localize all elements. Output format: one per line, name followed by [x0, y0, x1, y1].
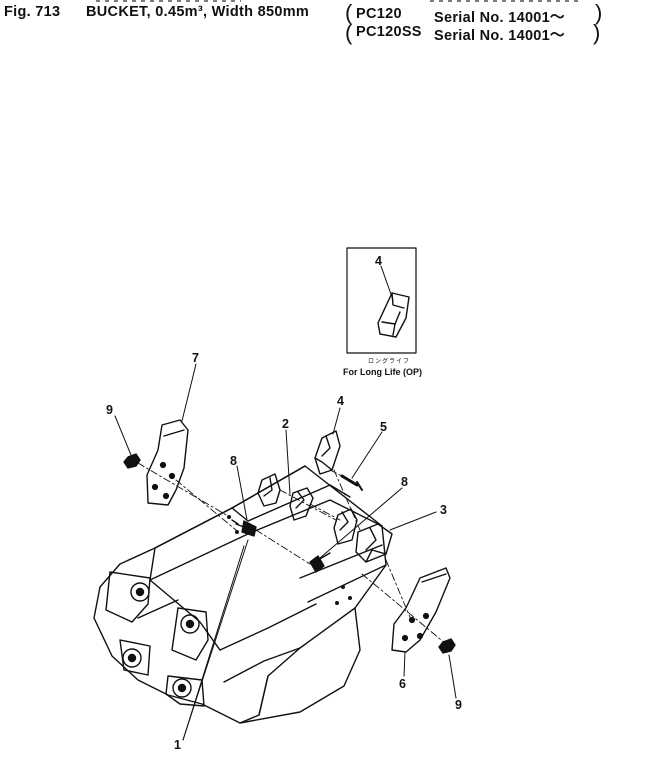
bracket-close: ): [593, 20, 601, 45]
model-pc120ss: PC120SS: [356, 24, 422, 40]
callout-6: 6: [399, 677, 406, 691]
nut-right: [438, 638, 456, 654]
tooth-point-4: [314, 430, 341, 475]
tooth-adapter-3: [333, 508, 358, 545]
bracket-open: (: [345, 20, 353, 45]
model-pc120: PC120: [356, 6, 402, 22]
callout-4-inset: 4: [375, 254, 382, 268]
side-cutter-right: [391, 567, 451, 653]
serial-pc120: Serial No. 14001～: [434, 10, 565, 26]
inset-frame: [346, 247, 417, 354]
bolt-left: [231, 519, 257, 537]
callout-4: 4: [337, 394, 344, 408]
callout-8-left: 8: [230, 454, 237, 468]
bracket-close: ): [595, 0, 603, 25]
callout-7: 7: [192, 351, 199, 365]
side-cutter-left: [146, 419, 189, 506]
callout-3: 3: [440, 503, 447, 517]
assembly-center-lines: [137, 462, 447, 645]
inset-caption-japanese: ロングライフ: [368, 359, 411, 365]
nut-left: [123, 453, 141, 469]
tooth-pin-5: [340, 474, 363, 491]
inset-tooth-part: [377, 292, 410, 338]
callout-5: 5: [380, 420, 387, 434]
callout-1: 1: [174, 738, 181, 752]
tooth-adapter-2: [289, 487, 314, 521]
inset-caption: For Long Life (OP): [343, 367, 422, 377]
bolt-right: [309, 552, 331, 573]
bracket-open: (: [345, 0, 353, 25]
callout-9-right: 9: [455, 698, 462, 712]
callout-leaders: [114, 363, 457, 741]
callout-2: 2: [282, 417, 289, 431]
serial-pc120ss: Serial No. 14001～: [434, 28, 565, 44]
header-scan-artifact: [96, 0, 241, 2]
figure-number: Fig. 713: [4, 4, 61, 20]
figure-title: BUCKET, 0.45m³, Width 850mm: [86, 4, 310, 20]
callout-9-left: 9: [106, 403, 113, 417]
bucket-body: [93, 465, 387, 724]
tooth-adapter-1: [257, 473, 281, 507]
callout-8-right: 8: [401, 475, 408, 489]
header-scan-artifact: [430, 0, 580, 2]
inset-leader: [380, 265, 394, 301]
tooth-point-3: [355, 523, 393, 563]
rim-bolt-holes: [227, 515, 352, 605]
bucket-link-bosses: [105, 571, 209, 707]
